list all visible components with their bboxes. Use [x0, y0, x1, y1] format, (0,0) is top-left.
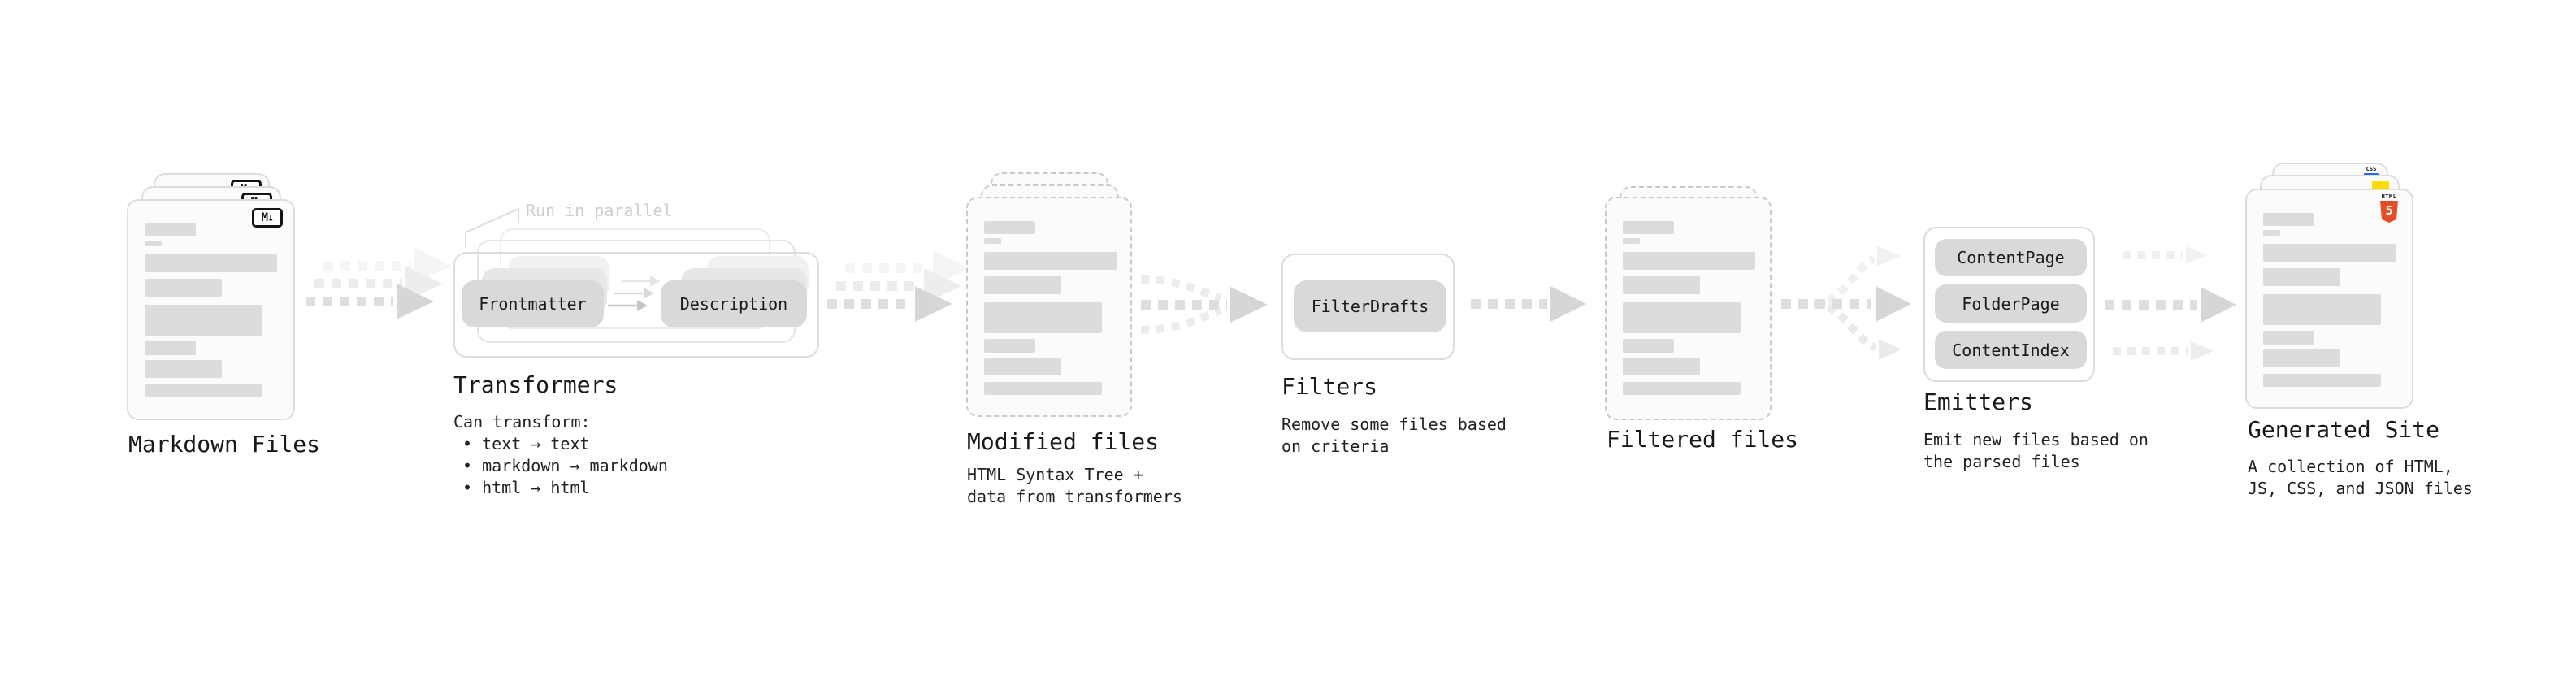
skeleton-bar	[2263, 244, 2396, 262]
stage-label-modified-files: Modified files	[967, 428, 1160, 455]
skeleton-bar	[145, 341, 196, 355]
caption-line: A collection of HTML,	[2248, 457, 2453, 476]
markdown-file-card-front: M↓	[127, 199, 295, 420]
skeleton-bar	[984, 252, 1117, 270]
caption-line: Remove some files based	[1281, 414, 1507, 434]
html5-icon: HTML 5	[2380, 193, 2398, 223]
css-icon: CSS	[2364, 167, 2379, 176]
caption-line: HTML Syntax Tree +	[967, 465, 1143, 484]
skeleton-bar	[1623, 238, 1640, 244]
skeleton-bar	[1623, 358, 1700, 375]
caption-line: the parsed files	[1923, 452, 2080, 471]
stage-label-generated-site: Generated Site	[2248, 416, 2440, 443]
stage-label-markdown-files: Markdown Files	[128, 431, 321, 458]
skeleton-bar	[2263, 331, 2314, 345]
skeleton-bar	[1623, 382, 1741, 395]
caption-bullet: • html → html	[462, 478, 590, 497]
caption-bullet: • markdown → markdown	[462, 456, 668, 475]
generated-site-stack: CSS HTML 5	[2245, 163, 2440, 411]
skeleton-bar	[145, 223, 196, 236]
css-icon-label: CSS	[2366, 166, 2377, 172]
emitters-caption: Emit new files based on the parsed files	[1923, 429, 2149, 473]
description-pill: Description	[661, 280, 807, 327]
modified-files-caption: HTML Syntax Tree + data from transformer…	[967, 464, 1182, 508]
filtered-file-card-front	[1605, 197, 1772, 420]
filters-caption: Remove some files based on criteria	[1281, 414, 1507, 458]
filters-container: FilterDrafts	[1281, 254, 1455, 360]
skeleton-bar	[145, 279, 222, 297]
emitters-container: ContentPage FolderPage ContentIndex	[1923, 227, 2095, 382]
skeleton-bar	[2263, 349, 2340, 367]
skeleton-bar	[145, 241, 162, 246]
filtered-files-stack	[1605, 186, 1800, 422]
skeleton-bar	[2263, 230, 2280, 236]
stage-label-transformers: Transformers	[453, 371, 618, 398]
modified-file-card-front	[966, 197, 1132, 417]
skeleton-bar	[984, 302, 1102, 333]
frontmatter-pill: Frontmatter	[462, 280, 604, 327]
skeleton-bar	[1623, 302, 1741, 333]
modified-files-stack	[966, 172, 1161, 421]
skeleton-bar	[984, 221, 1035, 234]
skeleton-bar	[2263, 294, 2381, 325]
skeleton-bar	[984, 238, 1001, 244]
skeleton-bar	[2263, 213, 2314, 226]
skeleton-bar	[1623, 339, 1674, 353]
css-icon-bar	[2364, 173, 2379, 176]
contentindex-pill: ContentIndex	[1935, 331, 2087, 369]
skeleton-bar	[145, 360, 222, 378]
folderpage-pill: FolderPage	[1935, 284, 2087, 323]
html5-icon-shield: 5	[2380, 201, 2398, 223]
caption-line: Emit new files based on	[1923, 430, 2149, 449]
skeleton-bar	[2263, 374, 2381, 387]
caption-line: Can transform:	[453, 412, 591, 432]
arrow-emitters-to-generated	[2105, 246, 2236, 361]
markdown-files-stack: M↓ M↓ M↓	[127, 173, 322, 422]
run-in-parallel-annotation: Run in parallel	[526, 201, 673, 220]
caption-line: on criteria	[1281, 436, 1390, 456]
markdown-icon: M↓	[252, 208, 283, 228]
skeleton-bar	[1623, 252, 1755, 270]
arrow-transformers-to-modified	[827, 250, 970, 322]
stage-label-filtered-files: Filtered files	[1607, 426, 1799, 453]
contentpage-pill: ContentPage	[1935, 239, 2087, 276]
arrow-markdown-to-transformers	[306, 248, 452, 319]
skeleton-bar	[1623, 276, 1700, 294]
stage-label-emitters: Emitters	[1923, 388, 2033, 415]
transformer-container-front	[453, 252, 819, 358]
skeleton-bar	[145, 254, 277, 272]
caption-line: data from transformers	[967, 487, 1182, 506]
skeleton-bar	[984, 339, 1035, 353]
skeleton-bar	[984, 382, 1102, 395]
transformers-caption: Can transform: • text → text • markdown …	[453, 411, 668, 499]
arrow-filters-to-filtered	[1471, 286, 1586, 322]
filterdrafts-pill: FilterDrafts	[1294, 280, 1446, 332]
generated-html-card: HTML 5	[2245, 189, 2413, 409]
skeleton-bar	[1623, 221, 1674, 234]
generated-site-caption: A collection of HTML, JS, CSS, and JSON …	[2248, 456, 2473, 500]
js-icon	[2372, 181, 2389, 189]
skeleton-bar	[145, 305, 262, 336]
stage-label-filters: Filters	[1281, 373, 1378, 400]
skeleton-bar	[984, 276, 1061, 294]
arrow-filtered-to-emitters	[1781, 245, 1911, 360]
skeleton-bar	[145, 384, 262, 397]
skeleton-bar	[984, 358, 1061, 375]
html5-icon-label: HTML	[2381, 193, 2397, 200]
caption-line: JS, CSS, and JSON files	[2248, 479, 2473, 498]
caption-bullet: • text → text	[462, 434, 590, 453]
skeleton-bar	[2263, 268, 2340, 286]
